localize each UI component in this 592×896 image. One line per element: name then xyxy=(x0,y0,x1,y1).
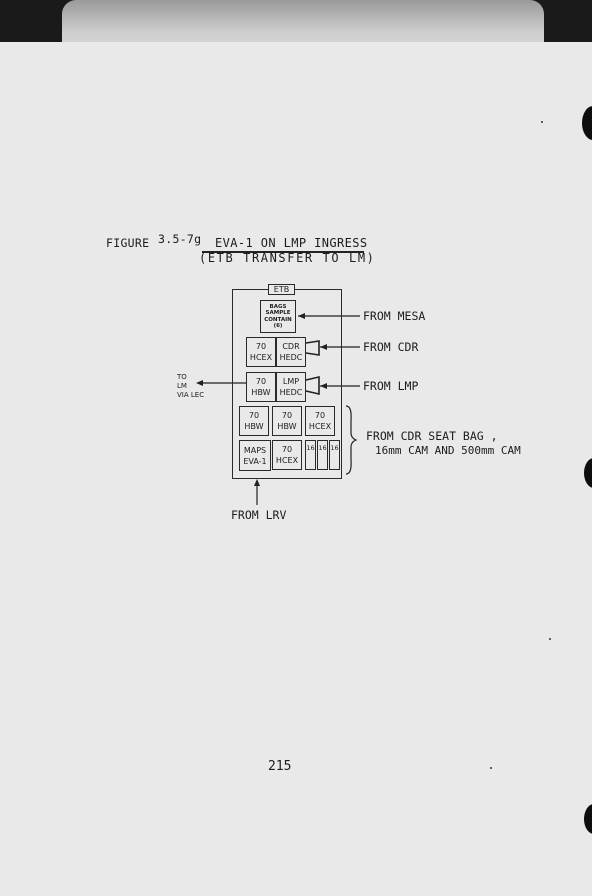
cdr-hedc-strap xyxy=(305,340,320,356)
from-cdr-label: FROM CDR xyxy=(363,340,419,354)
figure-label: FIGURE xyxy=(106,236,150,250)
seat-bag-label-line1: FROM CDR SEAT BAG , xyxy=(366,429,498,443)
binder-hole-bottom xyxy=(584,804,592,834)
binder-hole-middle xyxy=(584,458,592,488)
binder-hole-top xyxy=(582,106,592,140)
speck xyxy=(541,121,543,123)
from-mesa-label: FROM MESA xyxy=(363,309,426,323)
title-underline xyxy=(202,251,364,253)
to-lm-via-lec-label: TO LM VIA LEC xyxy=(177,373,205,399)
seat-bag-bracket xyxy=(345,405,358,475)
from-lmp-label: FROM LMP xyxy=(363,379,419,393)
speck xyxy=(490,767,492,769)
page-number: 215 xyxy=(268,759,292,774)
figure-title-line1: EVA-1 ON LMP INGRESS xyxy=(215,236,368,250)
camera-16mm-box-2: 16 xyxy=(317,440,328,470)
seat-bag-label-line2: 16mm CAM AND 500mm CAM xyxy=(375,444,521,457)
etb-label: ETB xyxy=(268,284,295,295)
camera-16mm-box-1: 16 xyxy=(305,440,316,470)
lmp-hedc-strap xyxy=(305,375,320,396)
speck xyxy=(549,638,551,640)
camera-16mm-box-3: 16 xyxy=(329,440,340,470)
from-lrv-label: FROM LRV xyxy=(231,508,287,522)
figure-number: 3.5-7g xyxy=(158,232,202,246)
figure-title-line2: (ETB TRANSFER TO LM) xyxy=(199,251,376,265)
